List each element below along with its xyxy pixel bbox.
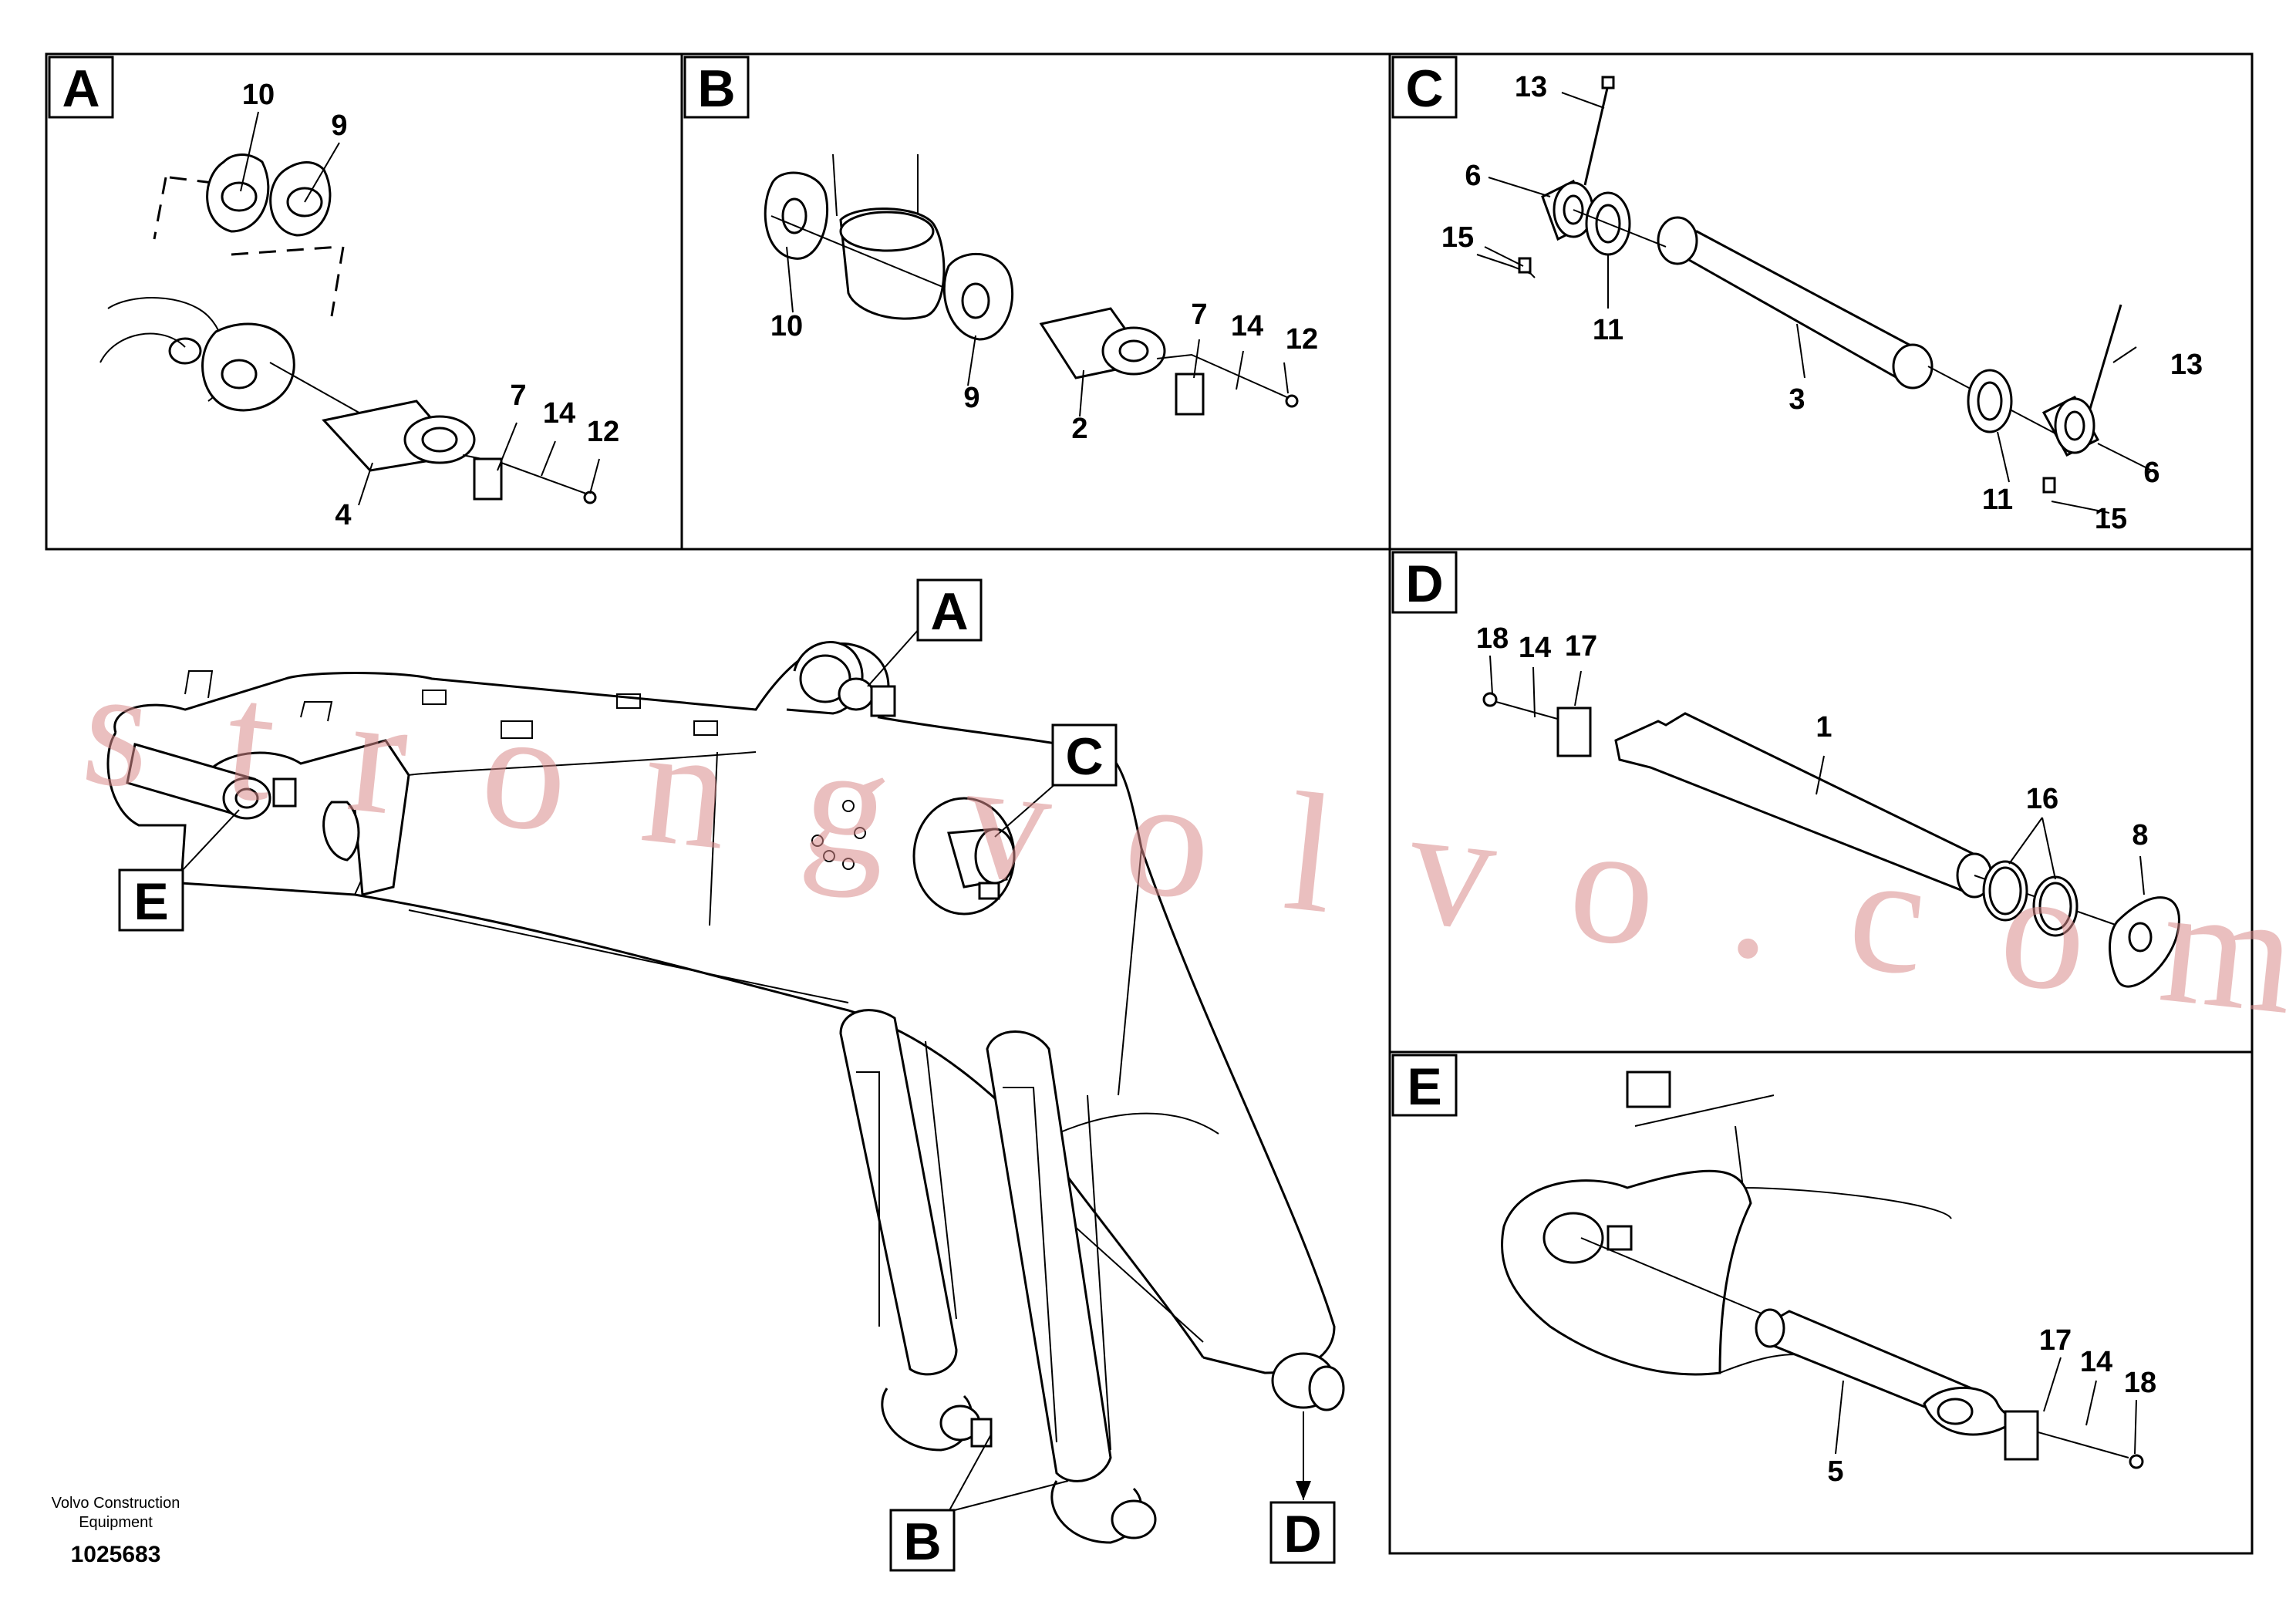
- watermark: strongvolvo.com: [75, 630, 2296, 1050]
- panel-b-tag: B: [697, 59, 735, 118]
- panel-a: A 10 9 7 14 12 4: [48, 56, 619, 531]
- panel-d-label-2: 14: [1519, 632, 1551, 664]
- panel-c-label-9: 15: [2095, 503, 2127, 535]
- panel-c-label-5: 3: [1789, 383, 1805, 416]
- callout-a: A: [867, 578, 983, 687]
- panel-frames: [45, 52, 2254, 1555]
- drawing-number: 1025683: [71, 1542, 161, 1567]
- panel-c-tag: C: [1405, 59, 1443, 118]
- panel-c-label-8: 6: [2143, 457, 2159, 489]
- panel-d-label-3: 17: [1565, 630, 1597, 663]
- boom-assembly: [106, 641, 1345, 1544]
- panel-c-label-3: 15: [1441, 221, 1474, 254]
- panel-a-label-4: 14: [543, 397, 575, 430]
- svg-text:C: C: [1065, 727, 1103, 786]
- callout-d: D: [1269, 1411, 1336, 1564]
- callout-c: C: [994, 723, 1118, 838]
- svg-text:A: A: [930, 582, 968, 641]
- footer: Volvo Construction Equipment 1025683: [52, 1495, 180, 1567]
- callout-b: B: [889, 1434, 1069, 1572]
- panel-b-label-5: 14: [1231, 310, 1263, 342]
- panel-c-label-7: 11: [1982, 484, 2013, 516]
- panel-b-label-2: 9: [963, 382, 979, 414]
- panel-c-label-1: 13: [1515, 71, 1547, 103]
- panel-c: C 13 6 15 11 3 13 11: [1391, 56, 2203, 535]
- svg-text:D: D: [1283, 1505, 1321, 1563]
- panel-d-label-4: 1: [1816, 711, 1832, 744]
- panel-e-label-3: 18: [2124, 1367, 2156, 1399]
- svg-text:E: E: [133, 872, 168, 931]
- panel-b: B 10 9 2 7 14 12: [683, 56, 1318, 445]
- panel-e-label-1: 17: [2039, 1324, 2072, 1357]
- panel-a-label-5: 12: [587, 416, 619, 448]
- panel-a-label-1: 10: [242, 79, 275, 111]
- panel-b-label-6: 12: [1286, 323, 1318, 356]
- panel-d-tag: D: [1405, 555, 1443, 613]
- panel-a-label-3: 7: [510, 379, 526, 412]
- panel-a-label-6: 4: [335, 499, 351, 531]
- panel-b-label-1: 10: [770, 310, 803, 342]
- panel-c-label-4: 11: [1593, 314, 1623, 346]
- panel-e-label-4: 5: [1827, 1455, 1843, 1488]
- panel-d: D 18 14 17 1 16 8: [1391, 551, 2180, 988]
- panel-a-label-2: 9: [331, 110, 347, 142]
- panel-b-label-3: 2: [1071, 413, 1087, 445]
- panel-d-label-6: 8: [2132, 819, 2148, 851]
- panel-e-tag: E: [1407, 1057, 1441, 1116]
- panel-d-label-1: 18: [1476, 622, 1509, 655]
- panel-b-label-4: 7: [1191, 298, 1207, 331]
- company-name-line1: Volvo Construction: [52, 1495, 180, 1512]
- panel-e: E 17 14 18 5: [1391, 1054, 2156, 1488]
- callout-e: E: [118, 809, 240, 932]
- panel-a-tag: A: [62, 59, 99, 118]
- panel-c-label-6: 13: [2170, 349, 2203, 381]
- panel-c-label-2: 6: [1465, 160, 1481, 192]
- panel-e-label-2: 14: [2080, 1346, 2112, 1378]
- svg-text:B: B: [903, 1512, 941, 1571]
- panel-d-label-5: 16: [2026, 783, 2058, 815]
- company-name-line2: Equipment: [79, 1514, 153, 1531]
